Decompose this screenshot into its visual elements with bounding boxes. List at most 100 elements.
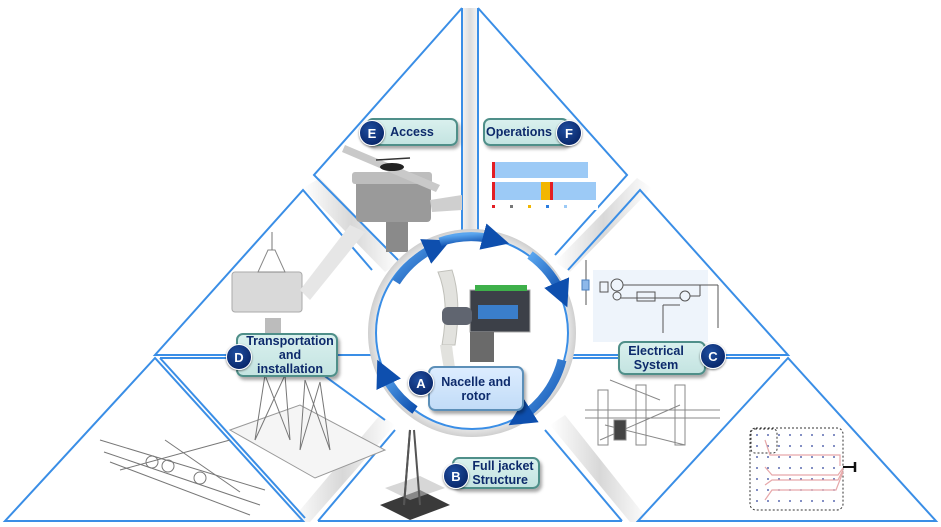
label-operations-text: Operations <box>486 125 552 139</box>
turbine-dot <box>800 456 802 458</box>
tower-base-plate <box>380 490 450 520</box>
label-operations: Operations <box>483 118 569 146</box>
badge-c: C <box>700 343 726 369</box>
badge-e: E <box>359 120 385 146</box>
cable-routes <box>764 439 844 501</box>
turbine-dot <box>833 467 835 469</box>
badge-b-letter: B <box>451 468 461 484</box>
label-line: Nacelle and <box>441 374 511 389</box>
arrow-b-to-d <box>376 359 418 414</box>
badge-d: D <box>226 344 252 370</box>
badge-b: B <box>443 463 469 489</box>
triangle-foundation-edge <box>159 357 306 519</box>
rotor-blade <box>430 195 462 212</box>
turbine-dot <box>767 456 769 458</box>
separator-upper-left <box>303 178 400 272</box>
helicopter-rotor <box>375 157 411 161</box>
tower-top <box>386 222 408 252</box>
foundation-grid-base <box>228 404 387 479</box>
turbine-dots <box>756 434 835 502</box>
electrical-schematic-illustration <box>581 260 719 342</box>
turbine-dot <box>811 467 813 469</box>
turbine-dot <box>789 445 791 447</box>
farm-boundary <box>749 427 844 511</box>
arrow-e-to-f <box>438 223 510 250</box>
badge-a-letter: A <box>416 375 426 391</box>
turbine-dot <box>833 434 835 436</box>
label-line: Electrical <box>628 344 684 358</box>
triangle-e-outline <box>312 7 463 263</box>
label-nacelle-rotor: Nacelle and rotor <box>428 366 524 411</box>
label-line: and <box>278 348 302 362</box>
label-electrical-text: Electrical System <box>628 344 684 372</box>
hub <box>442 307 472 325</box>
chart-alert-bar <box>492 162 495 178</box>
arrow-d-to-e <box>392 239 451 285</box>
turbine-dot <box>778 456 780 458</box>
triangle-bottom-left-outline <box>2 356 306 522</box>
chart-legend <box>492 205 567 208</box>
arrow-f-to-c <box>527 251 570 308</box>
turbine-dot <box>811 434 813 436</box>
turbine-dot <box>811 500 813 502</box>
turbine-dot <box>756 489 758 491</box>
access-illustration <box>342 145 462 252</box>
badge-f: F <box>556 120 582 146</box>
turbine-dot <box>789 500 791 502</box>
turbine-dot <box>800 434 802 436</box>
schematic-panel <box>593 270 708 342</box>
label-full-jacket: Full jacket Structure <box>452 457 540 489</box>
turbine-dot <box>833 456 835 458</box>
lifting-frame <box>257 249 286 273</box>
badge-c-letter: C <box>708 348 718 364</box>
jacket-detail-illustration <box>585 379 720 446</box>
transportation-illustration <box>231 225 365 336</box>
cable-layout-illustration <box>749 427 857 511</box>
turbine-dot <box>767 434 769 436</box>
separator-lower-right <box>550 415 650 522</box>
turbine-dot <box>756 467 758 469</box>
jacket-lattice <box>254 374 331 451</box>
jacket-foundation-illustration <box>228 374 387 479</box>
turbine-dot <box>778 467 780 469</box>
turbine-dot <box>822 445 824 447</box>
helicopter-icon <box>380 163 404 171</box>
arrow-c-to-b <box>508 358 567 426</box>
nacelle-roof-platform <box>475 285 527 291</box>
triangle-b-left-edge <box>317 429 396 522</box>
lifted-nacelle <box>231 271 303 313</box>
turbine-dot <box>778 445 780 447</box>
triangle-outlines <box>2 7 939 522</box>
turbine-dot <box>811 456 813 458</box>
rotor-blade <box>300 225 365 300</box>
vessel-installation-illustration <box>99 439 266 516</box>
turbine-dot <box>822 467 824 469</box>
tower-water-plane <box>385 476 445 500</box>
chart-alert-bar <box>492 182 495 200</box>
label-transportation: Transportation and installation <box>236 333 338 377</box>
label-line: rotor <box>461 388 491 403</box>
label-line: Structure <box>472 473 528 487</box>
chart-alert-bar <box>550 182 553 200</box>
separator-vertical <box>462 8 478 240</box>
schematic-lines <box>581 260 719 333</box>
turbine-dot <box>756 456 758 458</box>
label-nacelle-text: Nacelle and rotor <box>441 375 510 403</box>
turbine-dot <box>800 467 802 469</box>
turbine-dot <box>800 500 802 502</box>
turbine-dot <box>833 500 835 502</box>
turbine-dot <box>789 456 791 458</box>
label-line: installation <box>257 362 323 376</box>
turbine-dot <box>833 445 835 447</box>
turbine-dot <box>767 467 769 469</box>
turbine-dot <box>822 434 824 436</box>
tower-top <box>470 332 494 362</box>
substation-zone <box>750 428 778 454</box>
chart-warning-bar <box>541 182 550 200</box>
nacelle-block <box>356 180 431 222</box>
badge-e-letter: E <box>367 125 377 141</box>
drive-train <box>478 305 518 319</box>
label-line: System <box>633 358 679 372</box>
label-transportation-text: Transportation and installation <box>246 334 334 376</box>
